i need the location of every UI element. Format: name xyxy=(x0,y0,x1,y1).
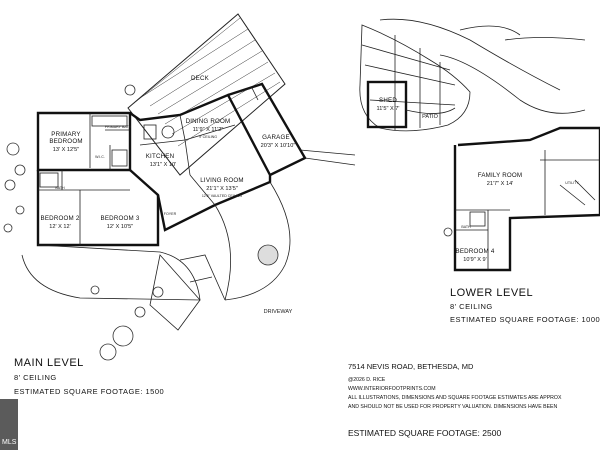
living-ceiling: 12'6" VAULTED CEILING xyxy=(202,194,243,198)
lower-floor-walls xyxy=(453,126,600,272)
primary-bath-label: PRIMARY BATH xyxy=(105,125,132,129)
main-level-ceiling: 8' CEILING xyxy=(14,373,57,382)
primary-bedroom-label: PRIMARY xyxy=(51,131,80,138)
disclaimer-line-2: AND SHOULD NOT BE USED FOR PROPERTY VALU… xyxy=(348,404,558,410)
kitchen-label: KITCHEN xyxy=(146,153,175,160)
kitchen-dim: 13'1" X 10' xyxy=(150,162,177,168)
total-sqft: ESTIMATED SQUARE FOOTAGE: 2500 xyxy=(348,428,502,438)
lower-level-sqft: ESTIMATED SQUARE FOOTAGE: 1000 xyxy=(450,315,600,324)
main-level-title: MAIN LEVEL xyxy=(14,357,84,369)
lower-level-ceiling: 8' CEILING xyxy=(450,302,493,311)
bedroom3-dim: 12' X 10'5" xyxy=(107,224,134,230)
property-address: 7514 NEVIS ROAD, BETHESDA, MD xyxy=(348,362,474,371)
lower-level-title: LOWER LEVEL xyxy=(450,287,534,299)
dining-room-label: DINING ROOM xyxy=(186,118,231,125)
central-rooms xyxy=(129,82,307,232)
bath-label: BATH xyxy=(55,186,65,190)
primary-wing xyxy=(36,111,160,247)
mls-watermark: MLS xyxy=(0,399,18,450)
family-room-label: FAMILY ROOM xyxy=(478,172,523,179)
shed-patio-area xyxy=(359,18,586,132)
landscape-trees xyxy=(3,84,279,361)
living-room-label: LIVING ROOM xyxy=(200,177,243,184)
driveway xyxy=(21,149,356,331)
bedroom2-label: BEDROOM 2 xyxy=(41,215,80,222)
main-level-sqft: ESTIMATED SQUARE FOOTAGE: 1500 xyxy=(14,387,165,396)
primary-bedroom-dim: 13' X 12'5" xyxy=(53,147,80,153)
primary-bedroom-label-2: BEDROOM xyxy=(49,138,82,145)
website-link[interactable]: WWW.INTERIORFOOTPRINTS.COM xyxy=(348,386,436,392)
living-room-dim: 21'1" X 13'5" xyxy=(206,186,238,192)
wic-label: W.I.C. xyxy=(95,155,105,159)
foyer-label: FOYER xyxy=(164,212,177,216)
disclaimer-line-1: ALL ILLUSTRATIONS, DIMENSIONS AND SQUARE… xyxy=(348,395,562,401)
deck-label: DECK xyxy=(191,75,210,82)
deck: DECK xyxy=(127,13,286,176)
copyright-text: @2026 D. RICE xyxy=(348,377,386,383)
dining-ceiling: 9' CEILING xyxy=(199,135,217,139)
patio-label: PATIO xyxy=(422,114,438,120)
utility-label: UTILITY xyxy=(565,181,579,185)
driveway-label: DRIVEWAY xyxy=(264,309,293,315)
bedroom4-label: BEDROOM 4 xyxy=(456,248,495,255)
shed-label: SHED xyxy=(379,97,397,104)
dining-room-dim: 11'9" X 11'2" xyxy=(193,127,224,133)
family-room-dim: 21'7" X 14' xyxy=(487,181,514,187)
garage-dim: 20'3" X 10'10" xyxy=(261,143,296,149)
bedroom2-dim: 12' X 12' xyxy=(49,224,70,230)
bedroom4-dim: 10'9" X 9' xyxy=(463,257,486,263)
bedroom3-label: BEDROOM 3 xyxy=(101,215,140,222)
garage-label: GARAGE xyxy=(262,134,290,141)
lower-bath-label: BATH xyxy=(461,225,471,229)
shed-dim: 11'5" X 7' xyxy=(377,106,400,112)
